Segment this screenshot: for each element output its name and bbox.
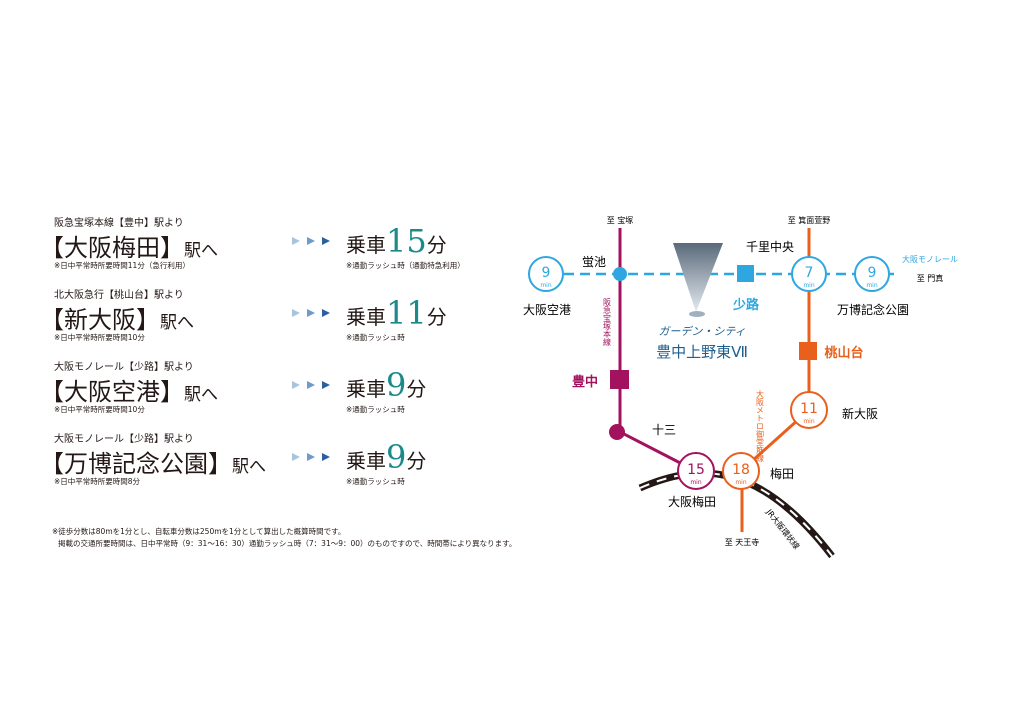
- rush-note: ※通勤ラッシュ時: [346, 333, 405, 342]
- arrow-icon: [292, 237, 330, 245]
- destination: 【万博記念公園】駅へ: [40, 444, 266, 479]
- route-umeda: 阪急宝塚本線【豊中】駅より 【大阪梅田】駅へ ※日中平常時所要時間11分（急行利…: [40, 214, 520, 274]
- hankyu-line-label: 阪急宝塚本線: [603, 298, 612, 346]
- station-juso: [609, 424, 625, 440]
- route-osaka-airport: 大阪モノレール【少路】駅より 【大阪空港】駅へ ※日中平常時所要時間10分 乗車…: [40, 358, 520, 418]
- route-shin-osaka: 北大阪急行【桃山台】駅より 【新大阪】駅へ ※日中平常時所要時間10分 乗車11…: [40, 286, 520, 346]
- route-banpaku: 大阪モノレール【少路】駅より 【万博記念公園】駅へ ※日中平常時所要時間8分 乗…: [40, 430, 520, 490]
- station-label-banpaku: 万博記念公園: [837, 302, 909, 317]
- badge-umeda-hankyu: 15 min: [677, 452, 715, 490]
- ride-unit: 分: [426, 305, 447, 329]
- svg-text:min: min: [690, 479, 702, 486]
- station-momoyamadai: [799, 342, 817, 360]
- destination-suffix: 駅へ: [184, 385, 218, 405]
- property-kana: ガーデン・シティ: [658, 325, 745, 338]
- station-label-umeda: 梅田: [770, 466, 794, 481]
- destination: 【大阪梅田】駅へ: [40, 228, 218, 263]
- badge-banpaku: 7 min: [791, 256, 827, 292]
- svg-text:9: 9: [542, 265, 551, 281]
- destination-suffix: 駅へ: [184, 241, 218, 261]
- property-marker-shadow: [689, 311, 705, 317]
- badge-shin-osaka: 11 min: [790, 391, 828, 429]
- ride-minutes: 9: [386, 438, 407, 476]
- direction-kadoma: 至 門真: [917, 273, 944, 283]
- normal-time-note: ※日中平常時所要時間10分: [54, 333, 145, 342]
- station-label-hotarugaike: 蛍池: [582, 255, 606, 269]
- origin-label: 阪急宝塚本線【豊中】駅より: [54, 218, 184, 229]
- destination: 【大阪空港】駅へ: [40, 372, 218, 407]
- ride-label: 乗車: [346, 305, 386, 329]
- normal-time-note: ※日中平常時所要時間10分: [54, 405, 145, 414]
- ride-unit: 分: [406, 449, 427, 473]
- station-label-senri-chuo: 千里中央: [746, 239, 794, 254]
- ride-label: 乗車: [346, 233, 386, 257]
- ride-minutes: 9: [386, 366, 407, 404]
- destination-name: 【大阪梅田】: [40, 234, 184, 262]
- footnote-2: 掲載の交通所要時間は、日中平常時（9：31〜16：30）通勤ラッシュ時（7：31…: [58, 539, 517, 548]
- badge-umeda-metro: 18 min: [722, 452, 760, 490]
- origin-label: 北大阪急行【桃山台】駅より: [54, 290, 184, 301]
- svg-text:min: min: [866, 282, 878, 289]
- svg-text:9: 9: [868, 265, 877, 281]
- badge-kadoma: 9 min: [854, 256, 890, 292]
- arrow-icon: [292, 381, 330, 389]
- station-hotarugaike: [613, 267, 627, 281]
- station-label-momoyamadai: 桃山台: [824, 345, 863, 361]
- destination-suffix: 駅へ: [232, 457, 266, 477]
- ride-unit: 分: [426, 233, 447, 257]
- station-shoji: [737, 265, 754, 282]
- destination: 【新大阪】駅へ: [40, 300, 194, 335]
- rush-note: ※通勤ラッシュ時: [346, 405, 405, 414]
- station-label-osaka-umeda: 大阪梅田: [668, 494, 716, 509]
- ride-label: 乗車: [346, 449, 386, 473]
- ride-minutes: 15: [386, 222, 427, 260]
- ride-label: 乗車: [346, 377, 386, 401]
- svg-text:15: 15: [687, 462, 705, 478]
- normal-time-note: ※日中平常時所要時間11分（急行利用）: [54, 261, 190, 270]
- svg-text:18: 18: [732, 462, 750, 478]
- rush-note: ※通勤ラッシュ時: [346, 477, 405, 486]
- svg-text:min: min: [540, 282, 552, 289]
- ride-unit: 分: [406, 377, 427, 401]
- destination-suffix: 駅へ: [160, 313, 194, 333]
- metro-line-label: 大阪メトロ御堂筋線: [756, 389, 765, 462]
- destination-name: 【万博記念公園】: [40, 450, 232, 478]
- arrow-icon: [292, 309, 330, 317]
- station-toyonaka: [610, 370, 629, 389]
- footnote-1: ※徒歩分数は80mを1分とし、自転車分数は250mを1分として算出した概算時間で…: [52, 527, 346, 536]
- badge-osaka-kuko: 9 min: [528, 256, 564, 292]
- station-label-shoji: 少路: [732, 297, 760, 313]
- monorail-line-label: 大阪モノレール: [902, 254, 958, 264]
- svg-text:min: min: [803, 418, 815, 425]
- station-label-toyonaka: 豊中: [572, 374, 598, 390]
- destination-name: 【新大阪】: [40, 306, 160, 334]
- destination-name: 【大阪空港】: [40, 378, 184, 406]
- station-label-juso: 十三: [652, 423, 676, 437]
- direction-minoh: 至 箕面萱野: [788, 215, 831, 225]
- rush-note: ※通勤ラッシュ時（通勤特急利用）: [346, 261, 465, 270]
- property-marker: [673, 243, 723, 312]
- svg-text:min: min: [803, 282, 815, 289]
- direction-tennoji: 至 天王寺: [725, 538, 760, 547]
- direction-takarazuka: 至 宝塚: [607, 215, 634, 225]
- arrow-icon: [292, 453, 330, 461]
- ride-time: 乗車11分: [346, 297, 447, 330]
- origin-label: 大阪モノレール【少路】駅より: [54, 434, 194, 445]
- origin-label: 大阪モノレール【少路】駅より: [54, 362, 194, 373]
- ride-time: 乗車9分: [346, 369, 427, 402]
- ride-time: 乗車15分: [346, 225, 447, 258]
- normal-time-note: ※日中平常時所要時間8分: [54, 477, 141, 486]
- svg-text:7: 7: [805, 265, 814, 281]
- station-label-osaka-kuko: 大阪空港: [523, 303, 571, 317]
- property-name: 豊中上野東Ⅶ: [656, 343, 748, 361]
- svg-text:min: min: [735, 479, 747, 486]
- ride-time: 乗車9分: [346, 441, 427, 474]
- ride-minutes: 11: [386, 294, 427, 332]
- station-label-shin-osaka: 新大阪: [842, 406, 878, 421]
- svg-text:11: 11: [800, 401, 818, 417]
